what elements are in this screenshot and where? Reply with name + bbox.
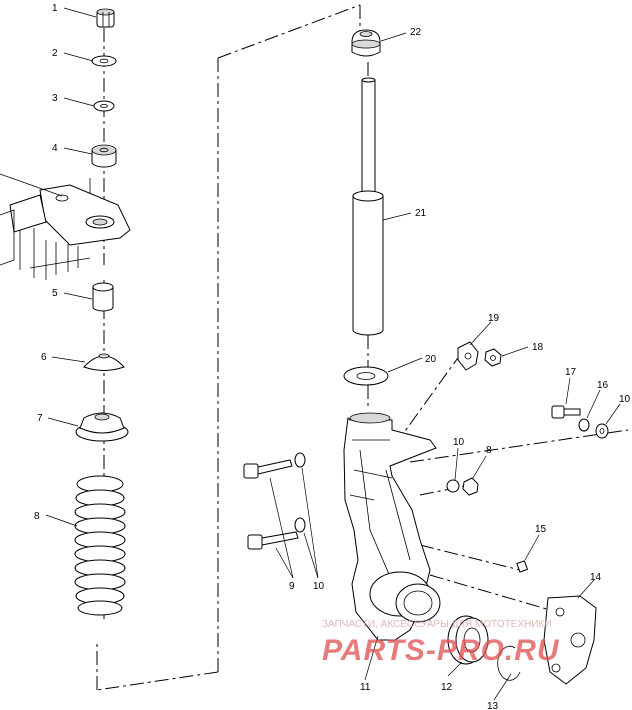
lock-nut-part <box>96 8 115 28</box>
callout-19: 19 <box>488 313 500 324</box>
strut-washer-part <box>343 366 389 386</box>
bump-stop-part <box>351 29 381 57</box>
callout-8: 8 <box>34 511 40 522</box>
callout-3: 3 <box>52 93 58 104</box>
callout-leader-lines <box>45 7 621 701</box>
spring-seat-part <box>75 412 129 442</box>
callout-20: 20 <box>425 354 437 365</box>
callout-10-left: 10 <box>313 581 325 592</box>
bracket-nut-part <box>484 348 502 367</box>
washer-small-part <box>93 100 115 112</box>
callout-4: 4 <box>52 143 58 154</box>
caliper-bolt-part <box>551 405 581 419</box>
spacer-part <box>92 282 114 312</box>
callout-2: 2 <box>52 48 58 59</box>
callout-12: 12 <box>441 682 453 693</box>
brake-caliper-part <box>543 595 597 685</box>
callout-1: 1 <box>52 3 58 14</box>
callout-16: 16 <box>597 380 609 391</box>
strut-bolt-lower-part <box>247 531 299 550</box>
callout-8-mid: 8 <box>486 445 492 456</box>
flat-washer-right-part <box>595 423 609 439</box>
shock-absorber-part <box>352 77 384 336</box>
coil-spring-part <box>74 475 126 616</box>
callout-14: 14 <box>590 572 602 583</box>
strut-bolt-upper-part <box>243 459 293 479</box>
callout-22: 22 <box>410 27 422 38</box>
steering-knuckle-part <box>343 412 441 641</box>
snap-ring-part <box>497 645 521 681</box>
brake-line-bracket-part <box>457 341 479 371</box>
watermark: ЗАПЧАСТИ, АКСЕССУАРЫ ДЛЯ МОТОТЕХНИКИ PAR… <box>322 619 560 667</box>
callout-13: 13 <box>487 701 499 710</box>
upper-mount-bracket <box>0 173 131 280</box>
callout-18: 18 <box>532 342 544 353</box>
nut-mid-part <box>462 477 479 496</box>
callout-11: 11 <box>360 682 371 693</box>
bleeder-valve-part <box>516 560 529 573</box>
wheel-bearing-part <box>447 615 489 665</box>
callout-5: 5 <box>52 288 58 299</box>
callout-15: 15 <box>535 524 547 535</box>
callout-21: 21 <box>415 208 427 219</box>
callout-10-right: 10 <box>619 394 631 405</box>
callout-9: 9 <box>289 581 295 592</box>
callout-6: 6 <box>41 352 47 363</box>
washer-upper-part <box>294 452 306 468</box>
callout-10-mid: 10 <box>453 437 465 448</box>
callout-labels: 1 2 3 4 5 6 7 8 22 21 20 19 18 17 16 10 … <box>34 3 631 710</box>
watermark-brand: PARTS-PRO.RU <box>322 634 560 667</box>
lock-washer-part <box>578 418 590 432</box>
washer-mid-part <box>446 479 460 493</box>
watermark-tagline: ЗАПЧАСТИ, АКСЕССУАРЫ ДЛЯ МОТОТЕХНИКИ <box>322 619 551 630</box>
spring-cup-part <box>83 353 125 371</box>
callout-7: 7 <box>37 413 43 424</box>
washer-lower-part <box>294 517 306 533</box>
callout-17: 17 <box>565 367 577 378</box>
bushing-part <box>91 144 117 168</box>
washer-part <box>91 55 117 67</box>
